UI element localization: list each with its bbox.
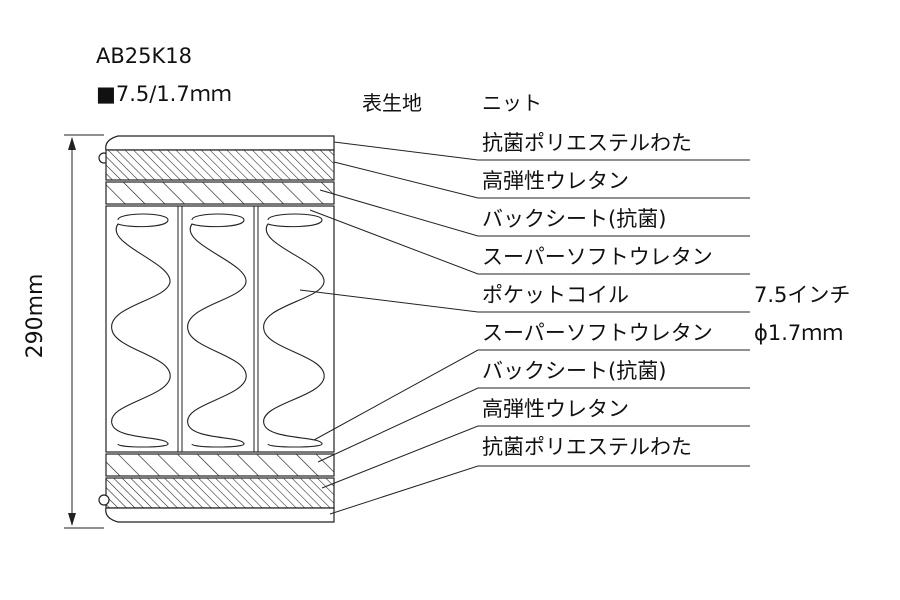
height-dimension: 290mm: [23, 134, 104, 529]
height-label: 290mm: [23, 274, 48, 359]
bottom-urethane-layer: [105, 477, 335, 509]
layer-label: 高弾性ウレタン: [482, 397, 629, 421]
bottom-backsheet-layer: [105, 453, 335, 477]
pocket-coil-spring-1: [111, 213, 171, 448]
coil-size: 7.5インチ: [754, 283, 850, 307]
layer-label: スーパーソフトウレタン: [482, 321, 713, 345]
fabric-value: ニット: [482, 91, 542, 115]
pocket-coil-spring-3: [263, 213, 325, 448]
top-urethane-layer: [105, 149, 335, 181]
fabric-label: 表生地: [362, 91, 422, 115]
model-code: AB25K18: [96, 44, 192, 68]
coil-wire-diameter: ϕ1.7ｍｍ: [754, 321, 843, 345]
layer-label: 抗菌ポリエステルわた: [482, 131, 692, 155]
pocket-coil-section: [105, 205, 335, 453]
layer-label: 抗菌ポリエステルわた: [482, 435, 692, 459]
mattress-body: [98, 135, 335, 523]
model-spec: ■7.5/1.7ｍｍ: [96, 82, 232, 106]
pocket-coil-spring-2: [187, 213, 247, 448]
layer-label: 高弾性ウレタン: [482, 169, 629, 193]
layer-label: ポケットコイル: [482, 283, 629, 307]
top-backsheet-layer: [105, 181, 335, 205]
layer-label: スーパーソフトウレタン: [482, 245, 713, 269]
layer-labels: 抗菌ポリエステルわた 高弾性ウレタン バックシート(抗菌) スーパーソフトウレタ…: [482, 131, 713, 459]
layer-label: バックシート(抗菌): [482, 359, 666, 383]
layer-label: バックシート(抗菌): [482, 207, 666, 231]
leader-lines: [299, 141, 750, 515]
